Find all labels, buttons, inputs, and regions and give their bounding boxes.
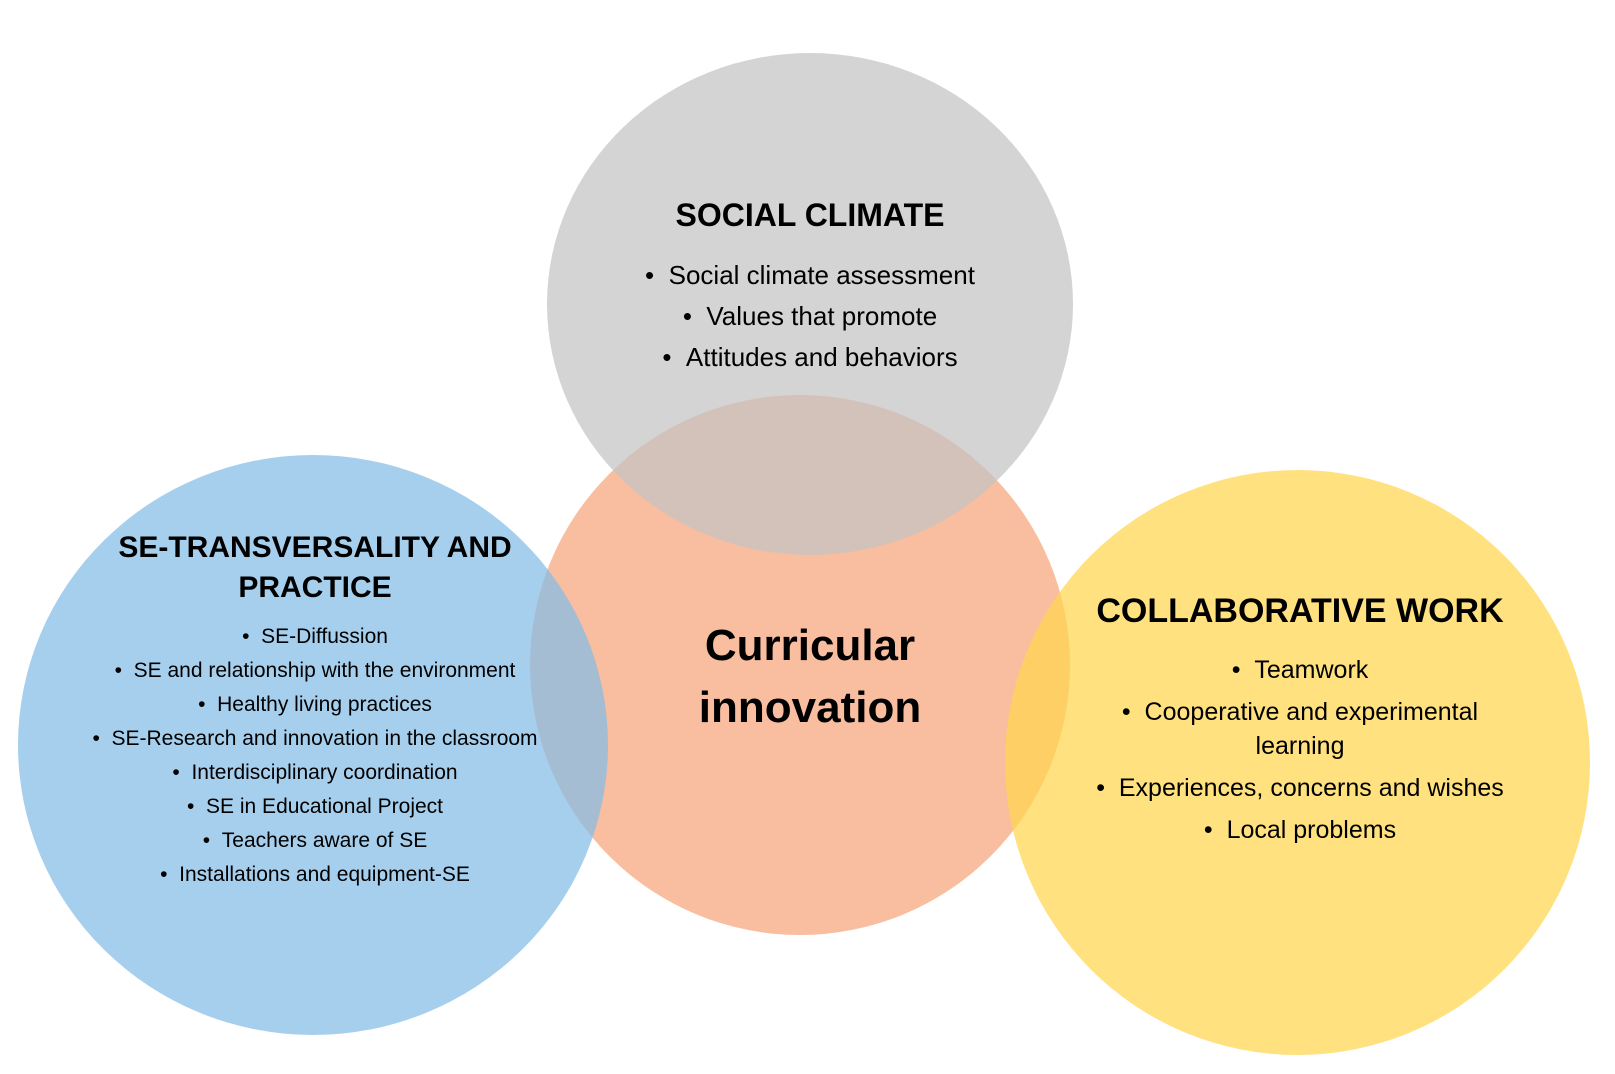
list-item: Values that promote — [560, 296, 1060, 337]
list-item: Local problems — [1080, 813, 1520, 847]
social-climate-title: SOCIAL CLIMATE — [675, 197, 945, 233]
list-item: Installations and equipment-SE — [90, 860, 540, 890]
list-item: SE in Educational Project — [90, 792, 540, 822]
list-item: Teachers aware of SE — [90, 826, 540, 856]
se-transversality-title: SE-TRANSVERSALITY AND PRACTICE — [118, 531, 512, 604]
curricular-innovation-title: Curricular innovation — [698, 621, 922, 732]
collaborative-work-list: Teamwork Cooperative and experimental le… — [1080, 653, 1520, 847]
se-transversality-list: SE-Diffussion SE and relationship with t… — [90, 622, 540, 890]
list-item: Cooperative and experimental learning — [1080, 695, 1520, 763]
collaborative-work-title: COLLABORATIVE WORK — [1096, 592, 1504, 630]
list-item: Interdisciplinary coordination — [90, 758, 540, 788]
list-item: Social climate assessment — [560, 255, 1060, 296]
list-item: SE and relationship with the environment — [90, 656, 540, 686]
collaborative-work-block: COLLABORATIVE WORK Teamwork Cooperative … — [1080, 585, 1520, 855]
list-item: Healthy living practices — [90, 690, 540, 720]
list-item: Teamwork — [1080, 653, 1520, 687]
list-item: SE-Diffussion — [90, 622, 540, 652]
social-climate-list: Social climate assessment Values that pr… — [560, 255, 1060, 378]
list-item: Attitudes and behaviors — [560, 337, 1060, 378]
list-item: Experiences, concerns and wishes — [1080, 771, 1520, 805]
se-transversality-block: SE-TRANSVERSALITY AND PRACTICE SE-Diffus… — [90, 528, 540, 894]
list-item: SE-Research and innovation in the classr… — [90, 724, 540, 754]
social-climate-block: SOCIAL CLIMATE Social climate assessment… — [560, 195, 1060, 378]
